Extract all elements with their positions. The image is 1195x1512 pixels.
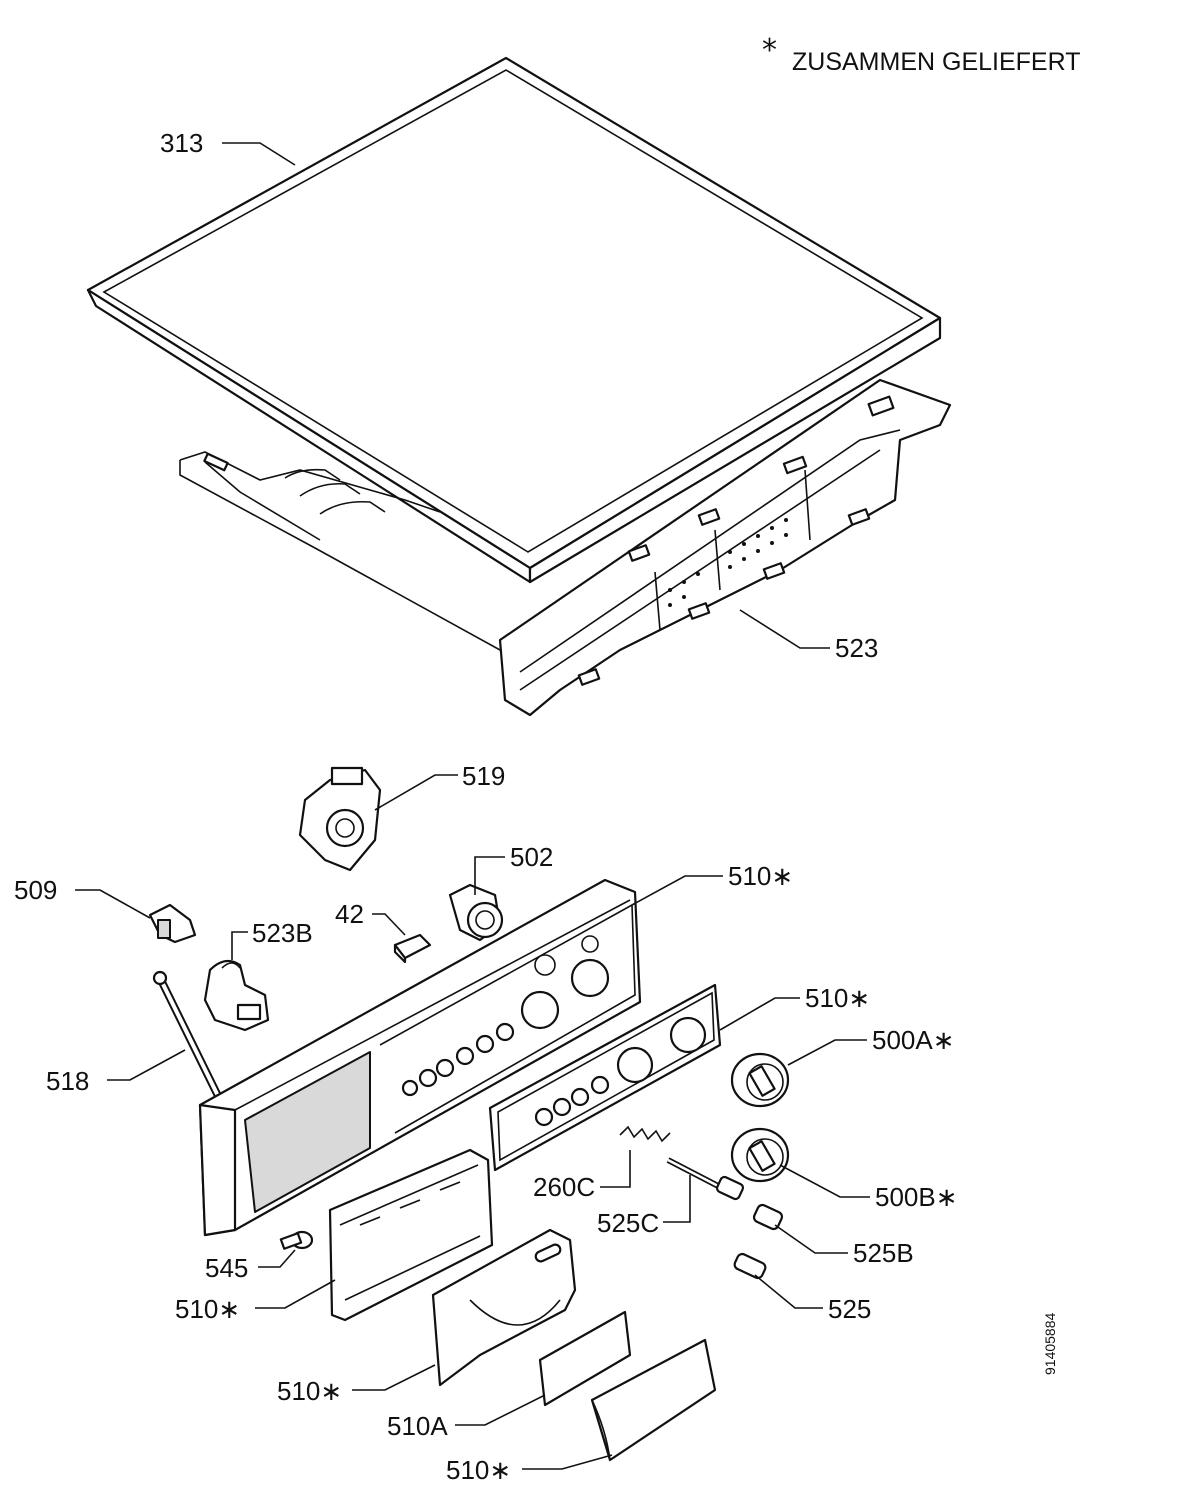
part-500a-knob xyxy=(730,1052,790,1108)
part-502-indicator xyxy=(448,883,504,942)
part-545-screw xyxy=(279,1230,314,1250)
callout-523: 523 xyxy=(835,633,878,663)
part-510-drawer-cover xyxy=(431,1228,577,1387)
part-42-switch xyxy=(393,933,432,964)
part-510-front-fascia xyxy=(488,983,722,1172)
callout-510-drawer-front: 510∗ xyxy=(175,1294,240,1324)
panel-knob-holes xyxy=(401,935,610,1097)
callout-525b: 525B xyxy=(853,1238,914,1268)
part-260c-spring xyxy=(619,1125,671,1143)
callout-313: 313 xyxy=(160,128,203,158)
callout-545: 545 xyxy=(205,1253,248,1283)
callout-502: 502 xyxy=(510,842,553,872)
part-313-top-lid xyxy=(86,56,942,584)
callout-525c: 525C xyxy=(597,1208,659,1238)
callout-42: 42 xyxy=(335,899,364,929)
callout-510-handle: 510∗ xyxy=(446,1455,511,1485)
callout-519: 519 xyxy=(462,761,505,791)
callout-510-fascia: 510∗ xyxy=(805,983,870,1013)
callout-510-drawer-cover: 510∗ xyxy=(277,1376,342,1406)
part-510-drawer-front xyxy=(328,1148,494,1322)
legend: * ZUSAMMEN GELIEFERT xyxy=(762,33,1080,76)
part-525-bushing xyxy=(733,1252,767,1280)
callout-509: 509 xyxy=(14,875,57,905)
part-525b-bushing xyxy=(752,1203,784,1231)
callout-523b: 523B xyxy=(252,918,313,948)
callout-518: 518 xyxy=(46,1066,89,1096)
callout-labels: 313 523 519 502 509 42 523B 510∗ 510∗ 50… xyxy=(14,128,958,1485)
callout-510a: 510A xyxy=(387,1411,448,1441)
callout-260c: 260C xyxy=(533,1172,595,1202)
part-525c-shaft xyxy=(666,1157,745,1201)
part-523b-bracket xyxy=(203,959,270,1032)
drawing-code: 91405884 xyxy=(1042,1312,1058,1375)
legend-text: ZUSAMMEN GELIEFERT xyxy=(792,48,1080,76)
part-523-top-frame xyxy=(179,378,952,717)
leader-lines xyxy=(75,142,870,1470)
part-500b-knob xyxy=(730,1127,790,1183)
part-510-control-panel xyxy=(198,878,642,1237)
callout-500a: 500A∗ xyxy=(872,1025,955,1055)
part-519-program-switch xyxy=(298,766,382,872)
callout-510-panel: 510∗ xyxy=(728,861,793,891)
callout-525: 525 xyxy=(828,1294,871,1324)
callout-500b: 500B∗ xyxy=(875,1182,958,1212)
legend-symbol: * xyxy=(762,33,777,68)
part-509-latch xyxy=(148,903,197,944)
part-510a-insert xyxy=(538,1310,632,1407)
part-518-rod xyxy=(152,970,224,1104)
